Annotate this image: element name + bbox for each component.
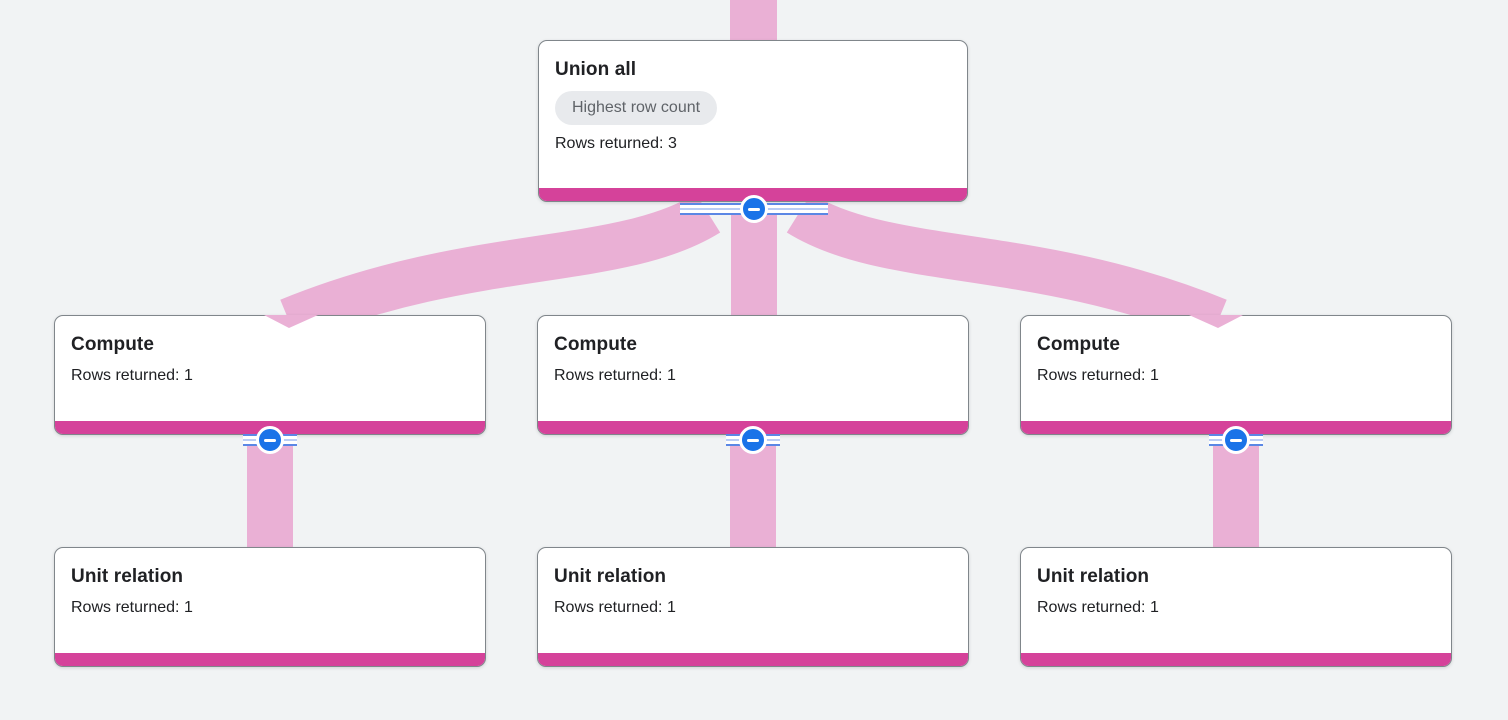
node-unit-relation-2[interactable]: Unit relation Rows returned: 1 [537, 547, 969, 667]
highest-row-count-badge: Highest row count [555, 91, 718, 125]
collapse-button[interactable] [739, 426, 767, 454]
collapse-control-compute-1[interactable] [243, 426, 297, 454]
edge-compute-3-to-unit-3 [1213, 446, 1259, 548]
edge-compute-1-to-unit-1 [247, 446, 293, 548]
edge-union-to-compute-3 [786, 193, 1227, 343]
rows-returned-label: Rows returned: 1 [554, 367, 676, 384]
node-compute-1[interactable]: Compute Rows returned: 1 [54, 315, 486, 435]
node-accent-bar [55, 653, 485, 666]
node-title: Compute [554, 334, 638, 355]
node-title: Unit relation [71, 566, 184, 587]
edge-compute-2-to-unit-2 [730, 446, 776, 548]
node-accent-bar [538, 653, 968, 666]
node-union-all[interactable]: Union all Highest row count Rows returne… [538, 40, 968, 202]
node-title: Compute [71, 334, 155, 355]
node-compute-2[interactable]: Compute Rows returned: 1 [537, 315, 969, 435]
minus-icon [747, 438, 759, 442]
minus-icon [748, 207, 760, 211]
node-compute-3[interactable]: Compute Rows returned: 1 [1020, 315, 1452, 435]
rows-returned-label: Rows returned: 1 [71, 367, 193, 384]
collapse-button[interactable] [256, 426, 284, 454]
collapse-button[interactable] [1222, 426, 1250, 454]
edge-union-to-compute-1 [280, 193, 721, 343]
node-title: Compute [1037, 334, 1121, 355]
rows-returned-label: Rows returned: 1 [1037, 599, 1159, 616]
node-title: Union all [555, 59, 637, 80]
rows-returned-label: Rows returned: 1 [554, 599, 676, 616]
edge-union-to-parent [730, 0, 777, 44]
minus-icon [264, 438, 276, 442]
minus-icon [1230, 438, 1242, 442]
collapse-control-compute-3[interactable] [1209, 426, 1263, 454]
collapse-control-compute-2[interactable] [726, 426, 780, 454]
edge-union-to-compute-2 [731, 212, 777, 318]
rows-returned-label: Rows returned: 1 [71, 599, 193, 616]
node-unit-relation-3[interactable]: Unit relation Rows returned: 1 [1020, 547, 1452, 667]
node-title: Unit relation [1037, 566, 1150, 587]
node-title: Unit relation [554, 566, 667, 587]
rows-returned-label: Rows returned: 3 [555, 135, 677, 152]
collapse-button[interactable] [740, 195, 768, 223]
node-unit-relation-1[interactable]: Unit relation Rows returned: 1 [54, 547, 486, 667]
node-accent-bar [1021, 653, 1451, 666]
collapse-control-union-all[interactable] [680, 195, 828, 223]
rows-returned-label: Rows returned: 1 [1037, 367, 1159, 384]
